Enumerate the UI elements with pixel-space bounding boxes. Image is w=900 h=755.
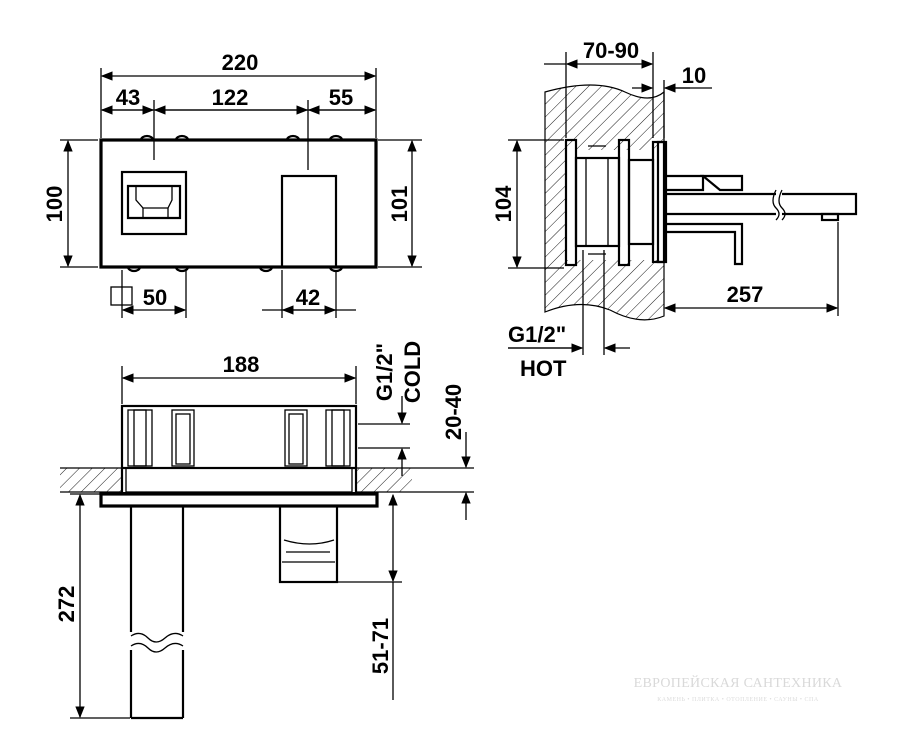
front-view: 220 43 122 55 100 101 [42,50,422,318]
dim-42-label: 42 [296,285,320,310]
front-plate [99,138,378,269]
side-cover-plate [656,140,668,264]
dim-43-label: 43 [116,85,140,110]
side-spout [666,174,858,266]
side-view: 70-90 10 104 257 G1/2" HOT [491,38,858,381]
outlet-rect [280,174,338,269]
dim-10-label: 10 [682,63,706,88]
hot-connection-label: HOT [520,356,567,381]
top-cover-plate [99,492,379,508]
watermark-subtitle: КАМЕНЬ • ПЛИТКА • ОТОПЛЕНИЕ • САУНЫ • СП… [657,697,819,703]
dim-100-label: 100 [42,186,67,223]
hot-connection-size: G1/2" [508,322,566,347]
top-spout [129,506,185,720]
dim-188-label: 188 [223,352,260,377]
dim-104-label: 104 [491,185,516,222]
dim-20-40-label: 20-40 [441,384,466,440]
cold-connection-label: COLD [400,341,425,403]
cold-connection-size: G1/2" [372,343,397,401]
top-view: 188 [54,341,474,720]
dim-55-label: 55 [329,85,353,110]
dim-51-71-label: 51-71 [368,618,393,674]
square-symbol [110,286,133,306]
dim-220-label: 220 [222,50,259,75]
dim-272-label: 272 [54,586,79,623]
dim-257-label: 257 [727,282,764,307]
dim-70-90-label: 70-90 [583,38,639,63]
watermark-title: ЕВРОПЕЙСКАЯ САНТЕХНИКА [633,676,843,691]
dim-50-label: 50 [143,285,167,310]
lever-square [120,170,188,236]
dim-122-label: 122 [212,85,249,110]
dim-101-label: 101 [387,186,412,223]
top-lever [278,504,339,584]
